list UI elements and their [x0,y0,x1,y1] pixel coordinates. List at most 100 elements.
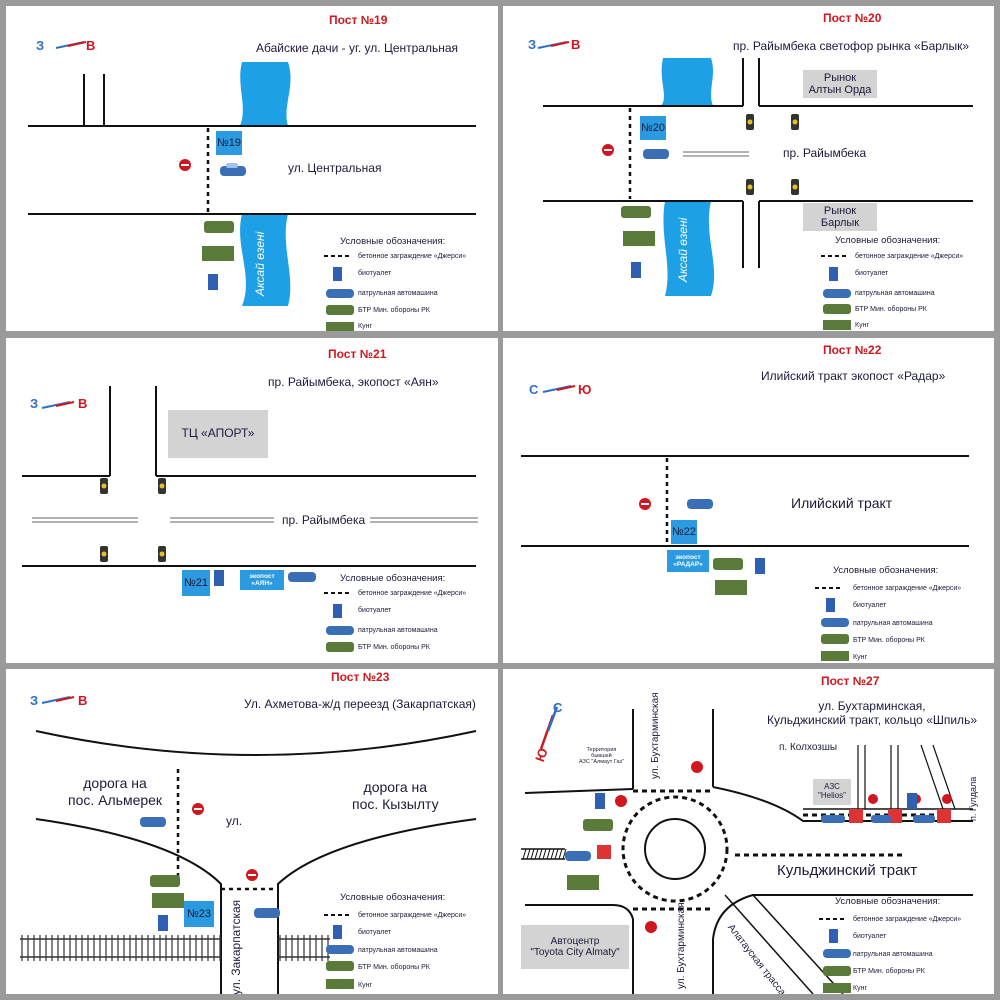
west-label: З [36,38,45,53]
east-label: В [86,38,96,53]
ecopost-label: экопост [675,553,701,561]
post-marker: №19 [216,131,242,155]
post-title: Пост №19 [329,13,388,27]
territory-label: Территория [586,747,617,753]
legend-item-kung: Кунг [358,323,372,330]
legend-item-barrier: бетонное заграждение «Джерси» [853,585,962,592]
road-label: дорога на [83,775,147,791]
address-line: Кульджинский тракт, кольцо «Шпиль» [767,713,977,728]
toyota-autocenter: Автоцентр"Toyota City Almaty" [521,925,629,969]
legend-item-toilet: биотуалет [358,607,392,614]
ecopost-label: экопост [249,572,275,580]
river-label: Аксай өзені [253,231,267,296]
legend-heading: Условные обозначения: [340,892,446,903]
legend-item-patrol: патрульная автомашина [853,951,933,958]
south-label: Ю [578,382,592,397]
territory-label: бывшей [591,753,612,760]
street-bottom-label: ул. Бухтарминская [676,902,687,989]
island-hatch [546,848,551,860]
street-label: ул. [226,814,243,828]
north-label: С [529,382,539,397]
legend-item-toilet: биотуалет [358,929,392,936]
legend-heading: Условные обозначения: [835,235,941,246]
island-hatch [542,848,547,860]
post-marker: №23 [184,901,214,927]
gas-station-helios: АЗС"Helios" [813,779,851,805]
address: Ул. Ахметова-ж/д переезд (Закарпатская) [244,697,476,711]
legend-item-apc: БТР Мин. обороны РК [358,964,430,971]
island-hatch [554,848,559,860]
post-title: Пост №23 [331,670,390,684]
post-marker: №22 [671,520,697,544]
map-post-22 [521,385,969,661]
panel-post-21: Пост №21 З В пр. Райымбека, экопост «Аян… [6,338,498,663]
market-label: Рынок [823,71,857,84]
gas-label: АЗС [824,782,840,792]
west-label: З [30,396,39,411]
street-label: пр. Райымбека [783,146,867,160]
panel-post-23: Пост №23 З В Ул. Ахметова-ж/д переезд (З… [6,669,498,994]
autocenter-label: Автоцентр [550,936,600,947]
north-label: С [553,700,563,715]
address: пр. Райымбека светофор рынка «Барлык» [733,39,970,53]
ecopost-ayan: экопост«АЯН» [240,570,284,590]
ecopost-radar: экопост«РАДАР» [667,550,709,572]
post-marker: №20 [640,116,666,140]
map-post-19 [28,41,476,331]
market-label: Алтын Орда [808,84,872,96]
legend-item-barrier: бетонное заграждение «Джерси» [358,253,467,260]
panel-post-19: Пост №19 З В Абайские дачи - уг. ул. Цен… [6,6,498,331]
legend-heading: Условные обозначения: [833,565,939,576]
guldala-label: п. Гулдала [968,776,978,821]
panel-post-20: Пост №20 З В пр. Райымбека светофор рынк… [503,6,994,331]
west-label: З [30,693,39,708]
panel-post-22: Пост №22 С Ю Илийский тракт экопост «Рад… [503,338,994,663]
gas-label: "Helios" [818,791,846,800]
post-title: Пост №22 [823,343,882,357]
map-post-21 [22,386,478,652]
legend-heading: Условные обозначения: [340,573,446,584]
road-label: дорога на [363,779,428,795]
address: пр. Райымбека, экопост «Аян» [268,375,439,389]
legend-item-toilet: биотуалет [358,270,392,277]
legend-item-patrol: патрульная автомашина [853,620,933,627]
panel-post-27: Пост №27 С Ю ул. Бухтарминская,Кульджинс… [503,669,994,994]
legend-item-apc: БТР Мин. обороны РК [358,307,430,314]
west-label: З [528,37,537,52]
street-label: ул. Центральная [288,161,382,175]
road-label: пос. Альмерек [68,791,163,808]
address: ул. Бухтарминская,Кульджинский тракт, ко… [767,699,977,728]
legend-item-patrol: патрульная автомашина [358,947,438,954]
ecopost-label: «РАДАР» [673,561,703,568]
legend-item-toilet: биотуалет [853,933,887,940]
island-hatch [558,848,563,860]
legend-item-kung: Кунг [853,985,867,992]
territory-label: АЗС "Алмаут Газ" [579,759,624,766]
east-label: В [78,396,88,411]
legend-item-barrier: бетонное заграждение «Джерси» [358,912,467,919]
island-hatch [534,848,539,860]
street-vertical-label: ул. Закарпатская [229,899,243,994]
river-label: Аксай өзені [676,217,690,282]
legend-heading: Условные обозначения: [340,236,446,247]
street-label: пр. Райымбека [282,513,366,527]
legend-item-kung: Кунг [855,322,869,329]
legend-item-kung: Кунг [358,982,372,989]
address-line: ул. Бухтарминская, [818,699,926,713]
legend-item-barrier: бетонное заграждение «Джерси» [358,590,467,597]
address: Илийский тракт экопост «Радар» [761,369,946,383]
kolkhozy-label: п. Колхозшы [779,742,838,753]
island-hatch [538,848,543,860]
legend-heading: Условные обозначения: [835,896,941,907]
legend-item-apc: БТР Мин. обороны РК [853,637,925,644]
map-post-23 [20,696,477,994]
legend-item-toilet: биотуалет [855,270,889,277]
map-post-20 [537,41,973,330]
ecopost-label: «АЯН» [251,580,273,587]
legend-item-toilet: биотуалет [853,602,887,609]
